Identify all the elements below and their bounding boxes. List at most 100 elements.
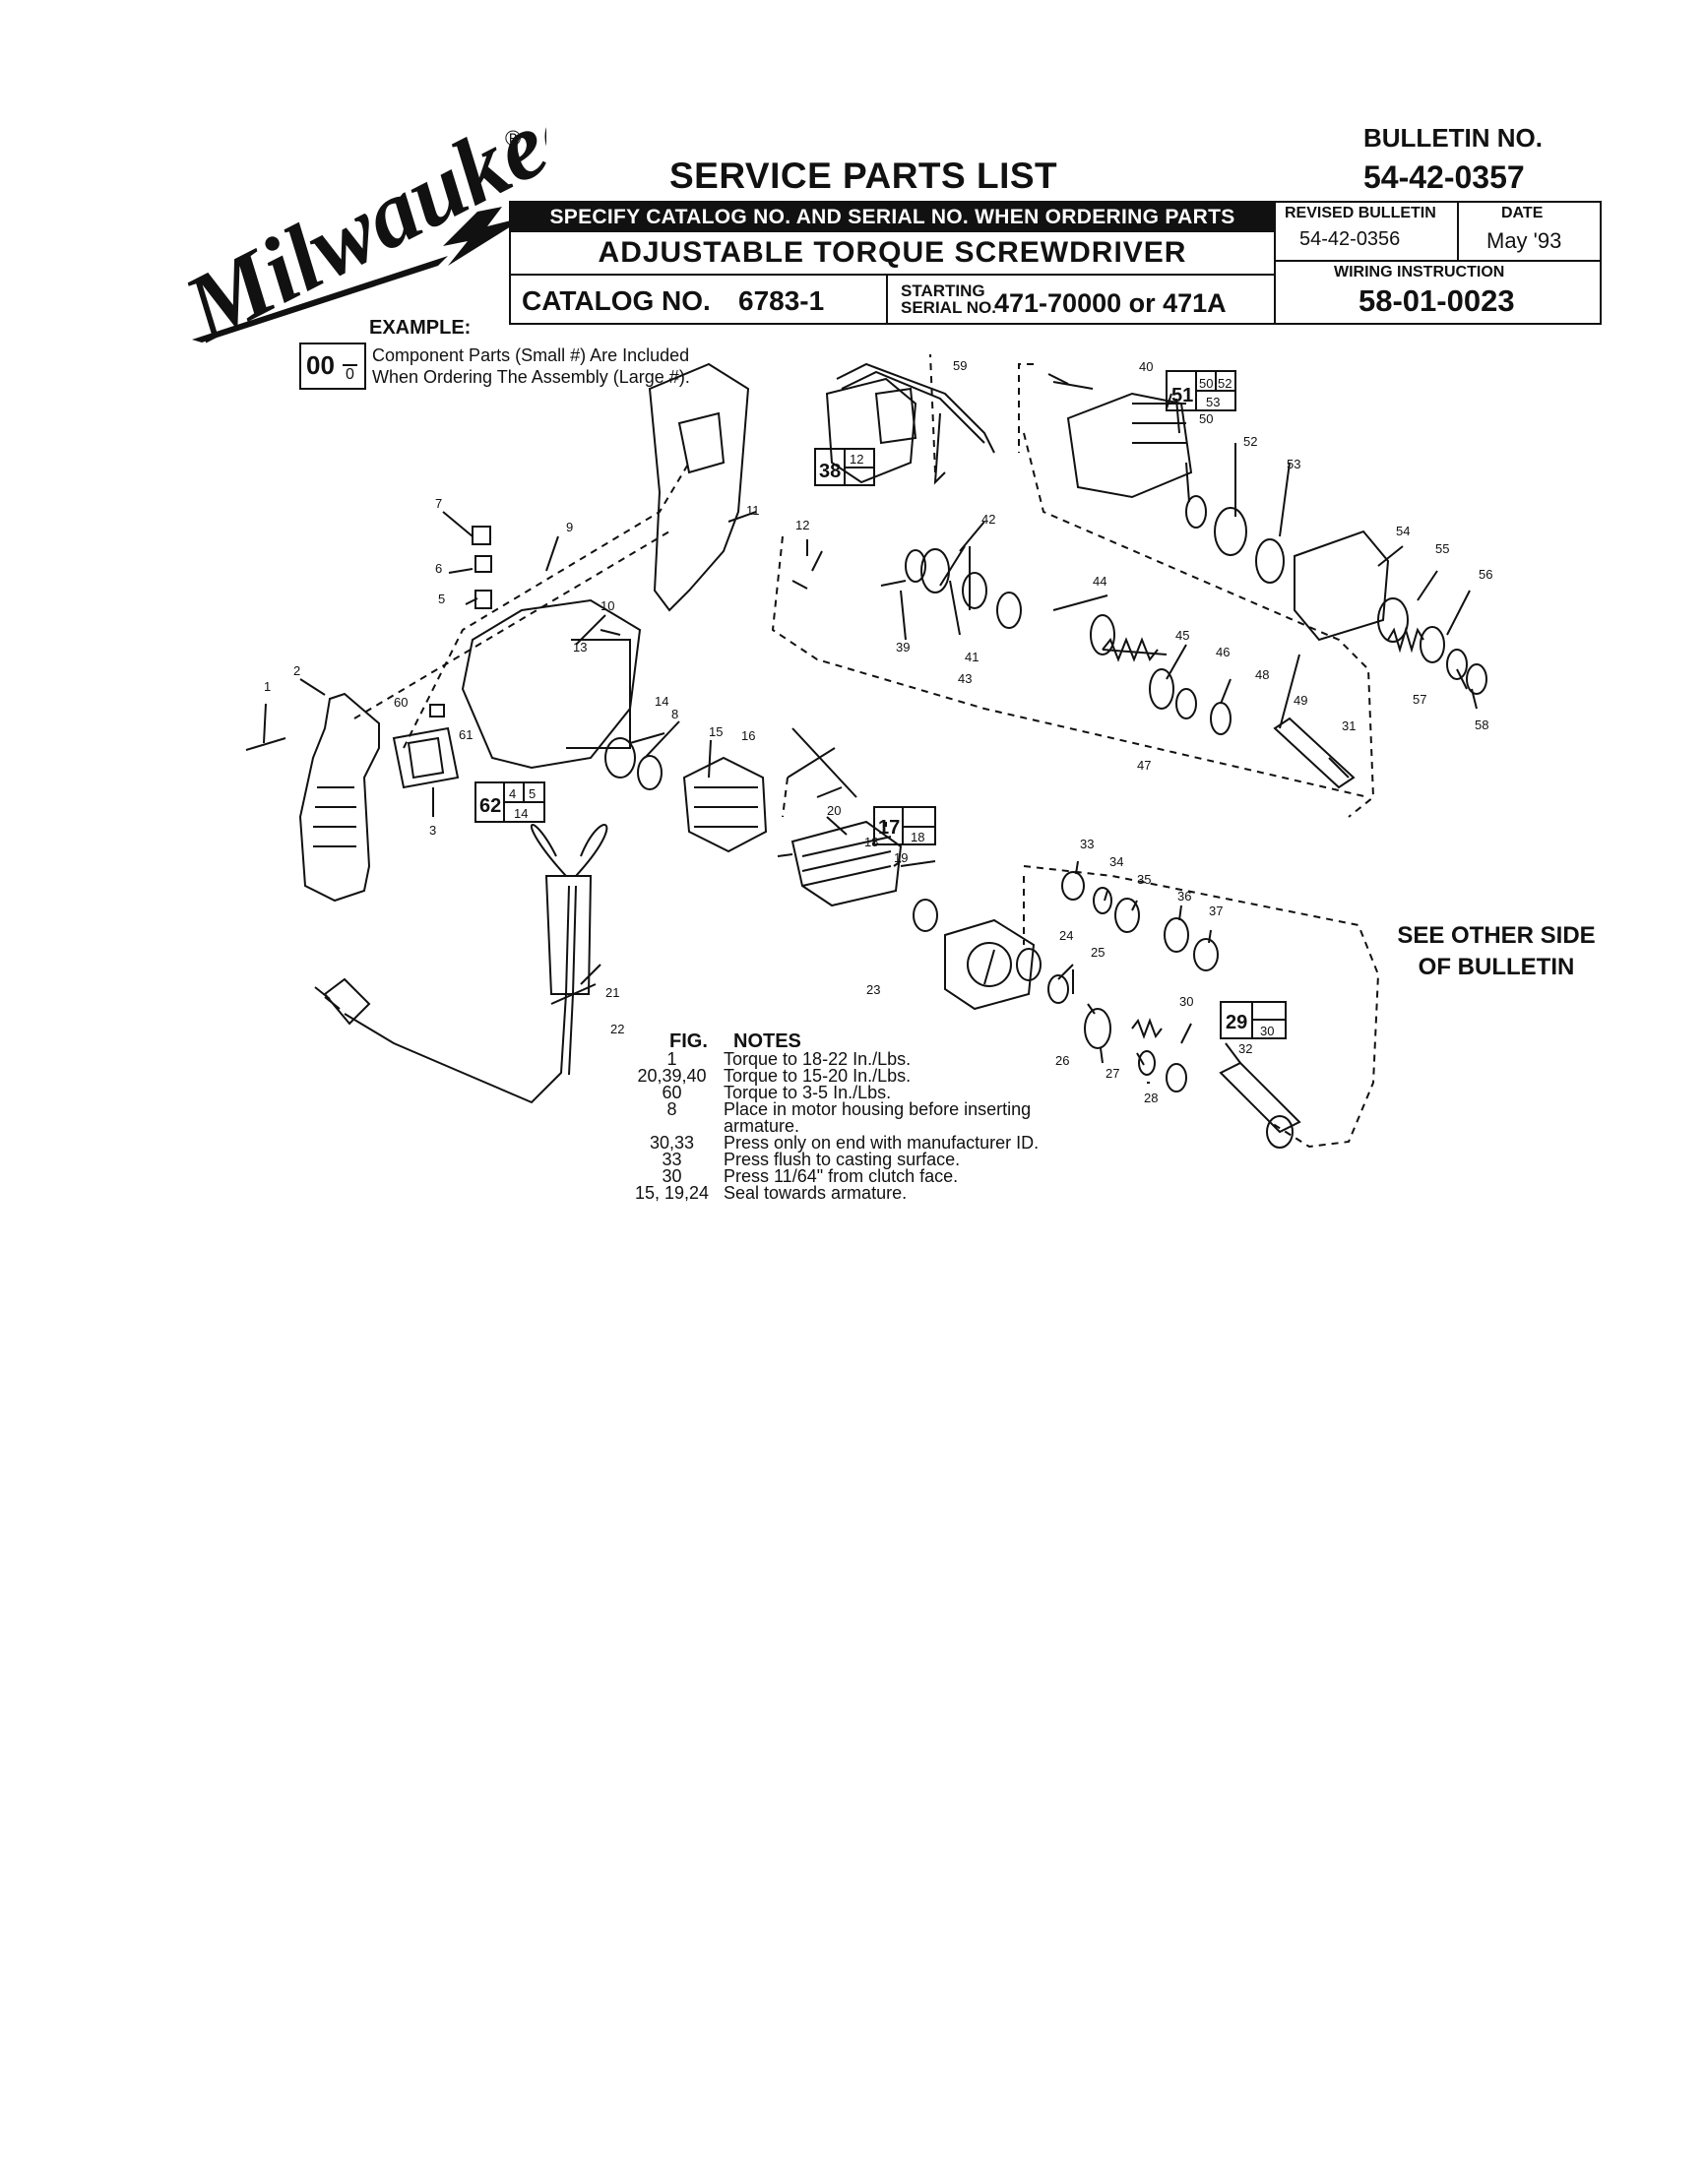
part-number-52: 52 <box>1243 434 1257 449</box>
note-text: Torque to 18-22 In./Lbs. <box>724 1049 912 1069</box>
catalog-label: CATALOG NO. <box>522 285 711 316</box>
assembly-62-big: 62 <box>479 795 501 817</box>
part-number-8: 8 <box>671 707 678 721</box>
part-number-22: 22 <box>610 1022 624 1036</box>
part-number-55: 55 <box>1435 541 1449 556</box>
part-number-11: 11 <box>746 503 760 518</box>
part-number-47: 47 <box>1137 758 1151 773</box>
part-number-31: 31 <box>1342 718 1356 733</box>
milwaukee-logo: Milwaukee <box>167 118 546 344</box>
note-row: 15, 19,24 Seal towards armature. <box>620 1183 1039 1203</box>
note-row: armature. <box>620 1117 1039 1135</box>
divider <box>509 274 1275 276</box>
example-text: Component Parts (Small #) Are Included W… <box>372 344 690 388</box>
assembly-29-small-30: 30 <box>1260 1024 1274 1038</box>
part-number-45: 45 <box>1175 628 1189 643</box>
divider <box>886 274 888 325</box>
see-other-line2: OF BULLETIN <box>1418 954 1575 980</box>
part-number-32: 32 <box>1238 1041 1252 1056</box>
assembly-38-big: 38 <box>819 461 841 482</box>
example-big-number: 00 <box>306 350 335 380</box>
notes-fig-header: FIG. <box>669 1030 708 1052</box>
assembly-62-small-14: 14 <box>514 806 528 821</box>
part-number-54: 54 <box>1396 524 1410 538</box>
assembly-51-small-50: 50 <box>1199 376 1213 391</box>
note-fig: 8 <box>666 1099 677 1119</box>
note-fig: 20,39,40 <box>637 1066 707 1086</box>
note-fig: 30,33 <box>649 1133 695 1153</box>
assembly-62-small-5: 5 <box>529 786 536 801</box>
see-other-side-note: SEE OTHER SIDE OF BULLETIN <box>1373 920 1619 983</box>
assembly-29-big: 29 <box>1226 1012 1247 1033</box>
wiring-label: WIRING INSTRUCTION <box>1334 264 1505 281</box>
part-number-10: 10 <box>600 598 614 613</box>
catalog-number: 6783-1 <box>738 285 825 316</box>
part-number-18: 18 <box>864 835 878 849</box>
note-row: 33 Press flush to casting surface. <box>620 1150 1039 1169</box>
part-number-49: 49 <box>1294 693 1307 708</box>
part-number-6: 6 <box>435 561 442 576</box>
see-other-line1: SEE OTHER SIDE <box>1397 922 1596 949</box>
assembly-17-small-18: 18 <box>911 830 924 844</box>
note-text: Seal towards armature. <box>724 1183 908 1203</box>
part-number-28: 28 <box>1144 1091 1158 1105</box>
assembly-38-small-12: 12 <box>850 452 863 467</box>
bulletin-label: BULLETIN NO. <box>1363 123 1543 153</box>
divider <box>1274 260 1602 262</box>
part-number-53: 53 <box>1287 457 1300 471</box>
note-fig: 33 <box>662 1150 682 1169</box>
wiring-number: 58-01-0023 <box>1358 283 1515 318</box>
serial-number: 471-70000 or 471A <box>994 288 1227 318</box>
part-number-9: 9 <box>566 520 573 534</box>
part-number-13: 13 <box>573 640 587 655</box>
bulletin-number: 54-42-0357 <box>1363 159 1525 195</box>
date-label: DATE <box>1501 205 1544 221</box>
note-fig: 30 <box>662 1166 682 1186</box>
part-number-25: 25 <box>1091 945 1105 960</box>
serial-label-line2: SERIAL NO. <box>901 298 996 317</box>
revised-bulletin-number: 54-42-0356 <box>1299 228 1401 250</box>
example-small-number: 0 <box>343 364 357 384</box>
part-number-37: 37 <box>1209 904 1223 918</box>
part-number-14: 14 <box>655 694 668 709</box>
part-number-3: 3 <box>429 823 436 838</box>
part-number-46: 46 <box>1216 645 1230 659</box>
note-fig: 1 <box>666 1049 677 1069</box>
part-number-48: 48 <box>1255 667 1269 682</box>
assembly-51-big: 51 <box>1171 385 1193 406</box>
part-number-12: 12 <box>795 518 809 532</box>
part-number-58: 58 <box>1475 718 1488 732</box>
part-number-33: 33 <box>1080 837 1094 851</box>
part-number-60: 60 <box>394 695 408 710</box>
divider <box>1457 201 1459 260</box>
part-number-15: 15 <box>709 724 723 739</box>
part-number-34: 34 <box>1109 854 1123 869</box>
part-number-24: 24 <box>1059 928 1073 943</box>
note-text: Press flush to casting surface. <box>724 1150 961 1169</box>
note-fig: 15, 19,24 <box>634 1183 710 1203</box>
part-number-26: 26 <box>1055 1053 1069 1068</box>
revised-bulletin-label: REVISED BULLETIN <box>1285 205 1436 221</box>
part-number-59: 59 <box>953 358 967 373</box>
note-text: Torque to 3-5 In./Lbs. <box>724 1083 892 1102</box>
page-title: SERVICE PARTS LIST <box>669 156 1058 196</box>
part-number-27: 27 <box>1106 1066 1119 1081</box>
part-number-19: 19 <box>894 850 908 865</box>
part-number-21: 21 <box>605 985 619 1000</box>
header-table <box>509 201 1602 325</box>
part-number-42: 42 <box>981 512 995 527</box>
order-notice: SPECIFY CATALOG NO. AND SERIAL NO. WHEN … <box>511 203 1274 232</box>
example-label: EXAMPLE: <box>369 317 472 339</box>
assembly-17-big: 17 <box>878 817 900 839</box>
assembly-boxes <box>474 370 1287 1039</box>
assembly-numbers: 51 50 52 53 38 12 62 4 5 14 17 18 29 30 <box>479 376 1274 1038</box>
notes-header: NOTES <box>733 1030 801 1052</box>
note-fig: 60 <box>662 1083 682 1102</box>
